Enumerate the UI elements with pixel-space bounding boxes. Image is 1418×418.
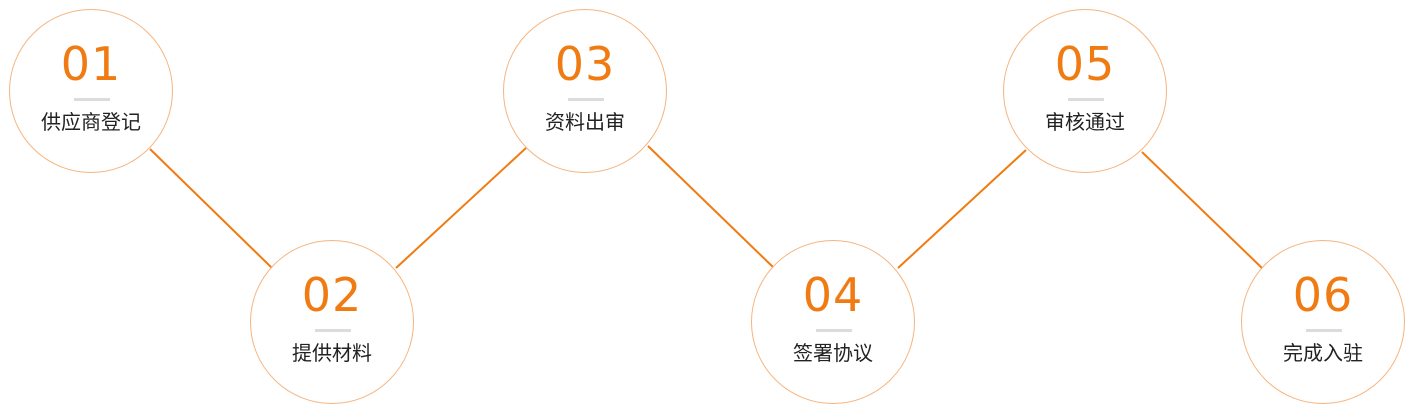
divider — [74, 98, 110, 101]
connector-02-03 — [395, 147, 527, 269]
divider — [1306, 329, 1342, 332]
step-label: 资料出审 — [545, 110, 625, 134]
step-number: 06 — [1292, 268, 1354, 322]
step-label: 供应商登记 — [41, 110, 141, 134]
step-label: 审核通过 — [1045, 110, 1125, 134]
step-01: 01 供应商登记 — [9, 9, 173, 173]
step-number: 01 — [60, 37, 122, 91]
connector-01-02 — [149, 148, 273, 269]
step-06: 06 完成入驻 — [1241, 240, 1405, 404]
step-03: 03 资料出审 — [503, 9, 667, 173]
step-label: 签署协议 — [793, 341, 873, 365]
step-02: 02 提供材料 — [250, 240, 414, 404]
step-number: 04 — [802, 268, 864, 322]
divider — [568, 98, 604, 101]
step-label: 提供材料 — [292, 341, 372, 365]
step-number: 05 — [1054, 37, 1116, 91]
connector-05-06 — [1141, 151, 1263, 269]
divider — [816, 329, 852, 332]
step-number: 02 — [301, 268, 363, 322]
step-04: 04 签署协议 — [751, 240, 915, 404]
divider — [1068, 98, 1104, 101]
step-number: 03 — [554, 37, 616, 91]
divider — [315, 329, 351, 332]
step-05: 05 审核通过 — [1003, 9, 1167, 173]
connector-04-05 — [897, 149, 1027, 269]
connector-03-04 — [647, 145, 775, 269]
step-label: 完成入驻 — [1283, 341, 1363, 365]
